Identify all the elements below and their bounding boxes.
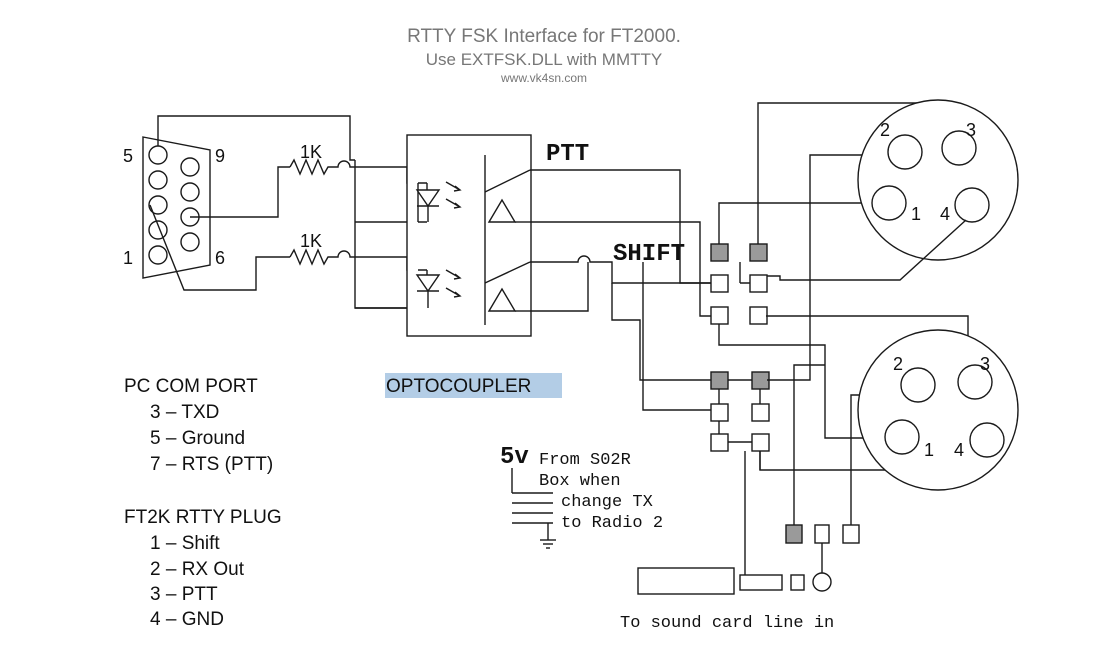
connector-lower-label2: 2 [893,354,903,374]
switch-block-upper [710,243,768,325]
battery-symbol [511,468,556,549]
resistor-lower [289,248,418,271]
sound-card-label: To sound card line in [620,614,834,633]
title-url: www.vk4sn.com [500,71,587,85]
connector-lower-pin3 [957,364,993,400]
title-line1: RTTY FSK Interface for FT2000. [407,26,681,47]
optocoupler-label: OPTOCOUPLER [386,376,531,397]
connector-lower [857,329,1019,491]
pc-com-port-pin-3: 7 – RTS (PTT) [150,454,273,475]
power-line3: change TX [561,493,653,512]
pc-com-port-heading: PC COM PORT [124,376,258,397]
connector-upper-pin3 [941,130,977,166]
optocoupler-highlight [385,373,562,398]
db9-pin1-label: 1 [123,248,133,268]
connector-upper-label1: 1 [911,204,921,224]
ft2k-plug-heading: FT2K RTTY PLUG [124,507,282,528]
power-voltage: 5v [500,444,529,471]
ft2k-plug-pin-2: 2 – RX Out [150,559,245,580]
sound-card-jack [812,572,832,592]
ft2k-plug-pin-3: 3 – PTT [150,584,218,605]
resistor-lower-label: 1K [300,231,322,251]
ft2k-plug-pin-4: 4 – GND [150,609,224,630]
sound-card-small-box [790,574,805,591]
bottom-switch-grey [785,524,803,544]
connector-lower-pin4 [969,422,1005,458]
title-line2: Use EXTFSK.DLL with MMTTY [426,50,662,69]
connector-upper-label4: 4 [940,204,950,224]
connector-upper-label3: 3 [966,120,976,140]
optocoupler-internals [415,155,531,325]
db9-pin5-label: 5 [123,146,133,166]
sound-card-wires [744,451,823,575]
switch-block-lower [710,371,770,452]
pc-com-port-pin-1: 3 – TXD [150,402,219,423]
resistor-upper [289,158,418,184]
db9-pin6-label: 6 [215,248,225,268]
resistor-upper-label: 1K [300,142,322,162]
db9-connector [142,136,211,279]
connector-upper-pin2 [887,134,923,170]
bottom-switch-2 [842,524,860,544]
sound-card-connector [739,574,783,591]
pc-com-port-pin-2: 5 – Ground [150,428,245,449]
connector-lower-label3: 3 [980,354,990,374]
connector-lower-label4: 4 [954,440,964,460]
bottom-switch-1 [814,524,830,544]
power-line2: Box when [539,472,621,491]
connector-upper-gnd-wire [767,219,967,281]
connector-upper-label2: 2 [880,120,890,140]
output-wiring [530,102,991,525]
connector-upper-pin4 [954,187,990,223]
sound-card-block [637,567,735,595]
ft2k-plug-pin-1: 1 – Shift [150,533,220,554]
power-line1: From S02R [539,451,631,470]
connector-lower-pin2 [900,367,936,403]
connector-lower-pin1 [884,419,920,455]
connector-upper-pin1 [871,185,907,221]
connector-lower-label1: 1 [924,440,934,460]
shift-label: SHIFT [613,241,685,268]
ptt-label: PTT [546,141,589,168]
db9-pin9-label: 9 [215,146,225,166]
power-line4: to Radio 2 [561,514,663,533]
